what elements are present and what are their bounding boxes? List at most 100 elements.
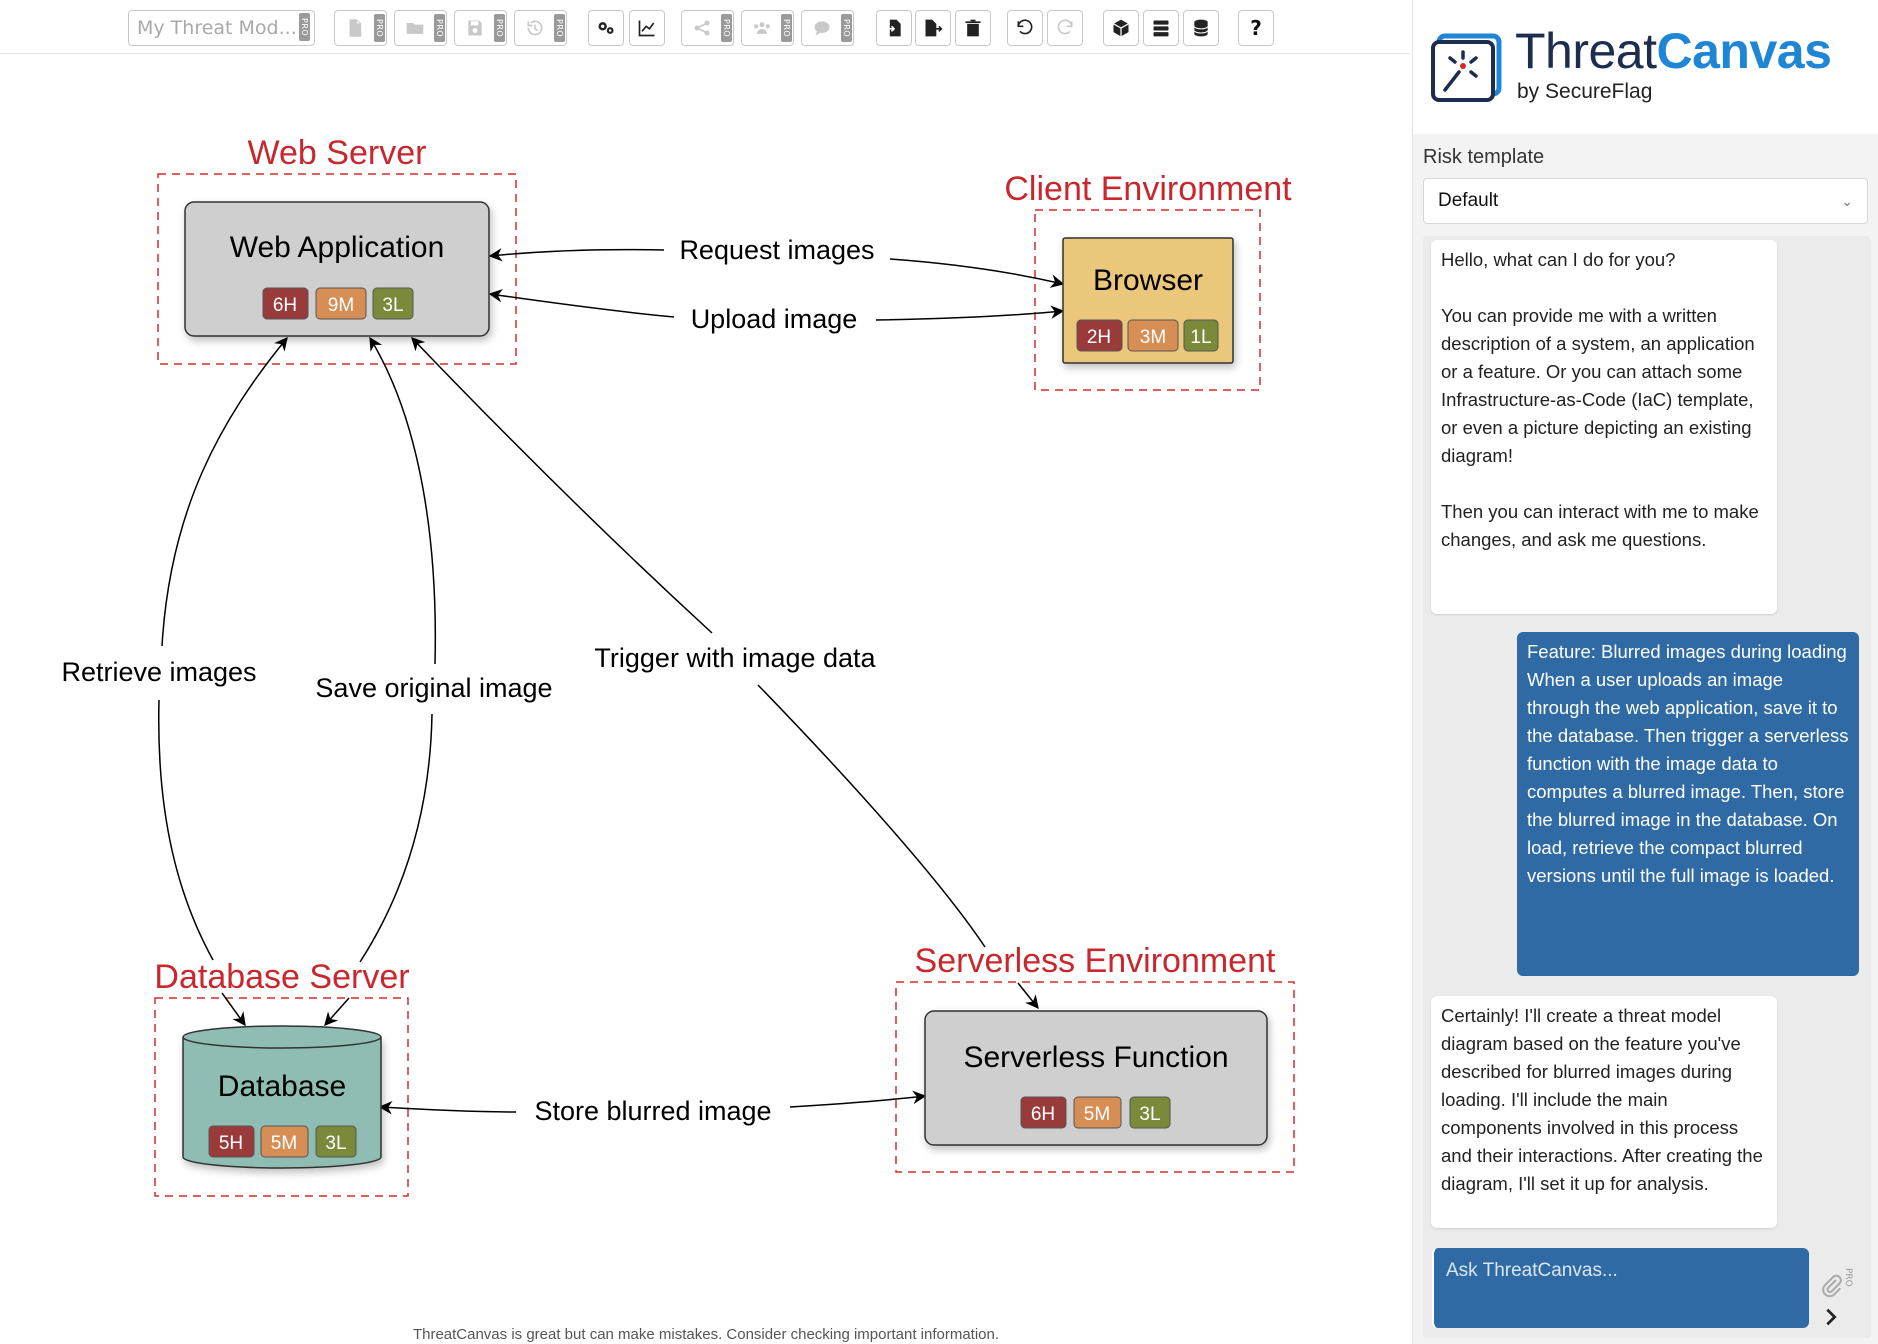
badge-text: 1L <box>1190 327 1211 348</box>
file-icon <box>349 19 361 37</box>
components-button[interactable] <box>1103 10 1139 46</box>
trash-icon <box>965 19 981 37</box>
component-database[interactable]: Database 5H 5M 3L <box>182 1025 382 1169</box>
pro-badge: PRO <box>721 14 732 42</box>
flow-store-blurred-image[interactable]: Store blurred image <box>378 1090 927 1126</box>
risk-badge-low[interactable]: 1L <box>1183 319 1219 352</box>
pro-badge: PRO <box>1843 1268 1853 1287</box>
chat-history[interactable]: Hello, what can I do for you? You can pr… <box>1423 236 1871 1338</box>
history-icon <box>527 20 542 36</box>
diagram-canvas[interactable]: Web Server Client Environment Database S… <box>0 54 1412 1324</box>
flow-upload-image[interactable]: Upload image <box>488 289 1065 334</box>
model-name-input[interactable]: My Threat Mod... <box>128 10 315 46</box>
boundary-serverless-environment[interactable]: Serverless Environment <box>895 942 1295 1173</box>
database-icon <box>1193 19 1209 37</box>
component-label-browser: Browser <box>1093 264 1203 297</box>
risk-badge-medium[interactable]: 5M <box>260 1125 309 1158</box>
share-button[interactable]: PRO <box>681 10 734 46</box>
badge-text: 6H <box>1031 1104 1055 1125</box>
risk-badge-low[interactable]: 3L <box>1129 1096 1171 1129</box>
redo-button[interactable] <box>1047 10 1083 46</box>
risk-template-value: Default <box>1438 190 1499 211</box>
server-icon <box>1153 20 1169 37</box>
history-button[interactable]: PRO <box>514 10 567 46</box>
redo-icon <box>1057 19 1073 35</box>
flow-retrieve-images[interactable]: Retrieve images <box>61 336 288 1027</box>
risk-badge-low[interactable]: 3L <box>315 1125 357 1158</box>
boundary-client-environment[interactable]: Client Environment <box>1004 170 1292 391</box>
chat-input[interactable]: Ask ThreatCanvas... <box>1432 1248 1809 1328</box>
boundary-label-client-environment: Client Environment <box>1004 170 1292 208</box>
risk-badge-medium[interactable]: 5M <box>1073 1096 1122 1129</box>
pro-badge: PRO <box>494 14 505 42</box>
badge-text: 6H <box>273 295 297 316</box>
brand-title-part1: Threat <box>1515 23 1657 79</box>
component-serverless-function[interactable]: Serverless Function 6H 5M 3L <box>924 1010 1268 1146</box>
boundary-label-database-server: Database Server <box>154 958 409 996</box>
component-label-serverless-function: Serverless Function <box>963 1041 1228 1074</box>
share-icon <box>694 20 709 36</box>
collaborators-button[interactable]: PRO <box>741 10 794 46</box>
analytics-button[interactable] <box>629 10 665 46</box>
brand-title: ThreatCanvas <box>1515 22 1832 80</box>
paperclip-icon[interactable] <box>1820 1274 1844 1298</box>
brand-header: ThreatCanvas by SecureFlag <box>1413 0 1878 134</box>
flow-label-trigger-with-image-data: Trigger with image data <box>594 643 876 673</box>
file-export-icon <box>925 19 943 37</box>
risk-badge-high[interactable]: 5H <box>208 1125 255 1158</box>
export-button[interactable] <box>915 10 951 46</box>
flow-save-original-image[interactable]: Save original image <box>315 336 553 1027</box>
save-model-button[interactable]: PRO <box>454 10 507 46</box>
boundary-web-server[interactable]: Web Server <box>157 134 517 365</box>
layers-button[interactable] <box>1143 10 1179 46</box>
comment-icon <box>814 21 829 36</box>
flow-label-save-original-image: Save original image <box>315 673 552 703</box>
user-message: Feature: Blurred images during loading W… <box>1517 632 1859 976</box>
risk-badge-high[interactable]: 6H <box>262 287 309 320</box>
flow-label-upload-image: Upload image <box>691 304 858 334</box>
boundary-label-web-server: Web Server <box>248 134 427 172</box>
new-model-button[interactable]: PRO <box>334 10 387 46</box>
pro-badge: PRO <box>374 14 385 42</box>
component-web-application[interactable]: Web Application 6H 9M 3L <box>184 201 490 337</box>
comments-button[interactable]: PRO <box>801 10 854 46</box>
disclaimer-note: ThreatCanvas is great but can make mista… <box>412 1326 1000 1343</box>
help-button[interactable]: ? <box>1238 10 1274 46</box>
badge-text: 2H <box>1087 327 1111 348</box>
risk-badge-high[interactable]: 6H <box>1020 1096 1067 1129</box>
flow-trigger-with-image-data[interactable]: Trigger with image data <box>411 337 1039 1010</box>
component-label-web-application: Web Application <box>230 231 445 264</box>
badge-text: 5M <box>271 1133 297 1154</box>
users-icon <box>753 22 770 34</box>
chart-line-icon <box>638 20 655 37</box>
badge-text: 3L <box>1139 1104 1160 1125</box>
badge-text: 5M <box>1084 1104 1110 1125</box>
risk-template-label: Risk template <box>1423 146 1545 168</box>
chevron-down-icon: ⌄ <box>1841 193 1853 209</box>
send-chevron-icon[interactable] <box>1820 1306 1842 1328</box>
risk-template-select[interactable]: Default ⌄ <box>1423 178 1868 224</box>
import-button[interactable] <box>876 10 912 46</box>
save-icon <box>467 20 482 36</box>
open-model-button[interactable]: PRO <box>394 10 447 46</box>
boundary-label-serverless-environment: Serverless Environment <box>915 942 1276 980</box>
risk-badge-medium[interactable]: 3M <box>1127 319 1179 352</box>
risk-badge-medium[interactable]: 9M <box>315 287 367 320</box>
undo-icon <box>1017 19 1033 35</box>
data-stores-button[interactable] <box>1183 10 1219 46</box>
threat-model-diagram[interactable]: Web Server Client Environment Database S… <box>0 54 1412 1344</box>
component-browser[interactable]: Browser 2H 3M 1L <box>1062 237 1234 364</box>
pro-badge: PRO <box>299 13 310 41</box>
threatcanvas-logo-icon <box>1431 33 1502 102</box>
badge-text: 3M <box>1140 327 1166 348</box>
risk-badge-low[interactable]: 3L <box>372 287 414 320</box>
assistant-panel: ThreatCanvas by SecureFlag Risk template… <box>1412 0 1878 1344</box>
undo-button[interactable] <box>1007 10 1043 46</box>
cube-icon <box>1113 19 1129 37</box>
flow-label-request-images: Request images <box>679 235 874 265</box>
flow-request-images[interactable]: Request images <box>488 235 1065 288</box>
boundary-database-server[interactable]: Database Server <box>154 958 410 1197</box>
risk-badge-high[interactable]: 2H <box>1076 319 1123 352</box>
analysis-settings-button[interactable] <box>588 10 624 46</box>
delete-button[interactable] <box>955 10 991 46</box>
